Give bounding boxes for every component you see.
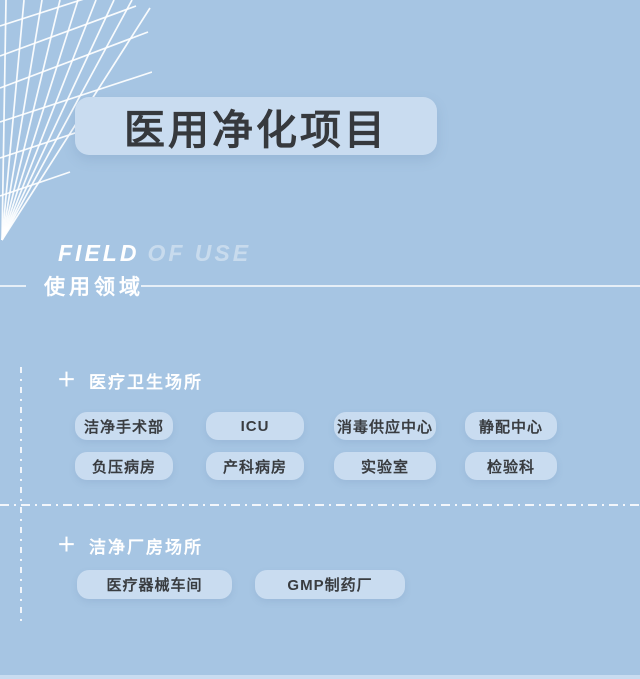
- section-title: 医疗卫生场所: [89, 373, 204, 392]
- tag-chip-obstetrics-ward[interactable]: 产科病房: [206, 452, 304, 480]
- page-title-panel: 医用净化项目: [75, 97, 437, 155]
- vertical-dashed-line: [20, 367, 22, 625]
- section-title: 洁净厂房场所: [89, 538, 204, 557]
- section-medical-header: ＋ 医疗卫生场所: [57, 368, 203, 393]
- heading-rule-left: [0, 285, 26, 287]
- bottom-panel-edge: [0, 675, 640, 679]
- field-of-use-english: FIELD OF USE: [58, 240, 251, 267]
- heading-rule-right: [141, 285, 640, 287]
- dash-dot-divider: [0, 504, 640, 506]
- tag-chip-clean-operating-dept[interactable]: 洁净手术部: [75, 412, 173, 440]
- tag-chip-disinfection-supply-center[interactable]: 消毒供应中心: [334, 412, 436, 440]
- tag-chip-iv-admixture-center[interactable]: 静配中心: [465, 412, 557, 440]
- page-title: 医用净化项目: [124, 107, 388, 153]
- field-of-use-bold: FIELD: [58, 240, 140, 266]
- tag-chip-icu[interactable]: ICU: [206, 412, 304, 440]
- field-of-use-chinese: 使用领域: [44, 276, 144, 299]
- field-of-use-light: OF USE: [147, 240, 252, 266]
- section-factory-header: ＋ 洁净厂房场所: [57, 533, 203, 558]
- tag-chip-medical-device-workshop[interactable]: 医疗器械车间: [77, 570, 232, 599]
- plus-icon: ＋: [57, 535, 77, 556]
- tag-chip-negative-pressure-ward[interactable]: 负压病房: [75, 452, 173, 480]
- tag-chip-gmp-pharma-factory[interactable]: GMP制药厂: [255, 570, 405, 599]
- tag-chip-laboratory[interactable]: 实验室: [334, 452, 436, 480]
- plus-icon: ＋: [57, 370, 77, 391]
- tag-chip-inspection-dept[interactable]: 检验科: [465, 452, 557, 480]
